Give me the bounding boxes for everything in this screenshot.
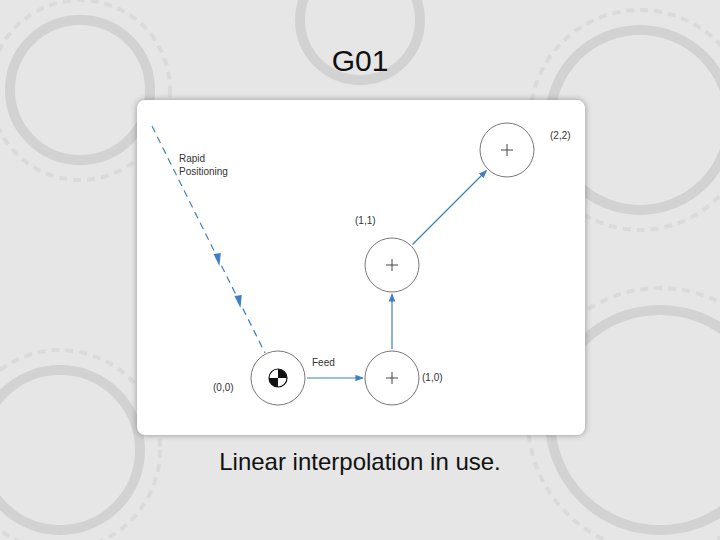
coordinate-label: (2,2) [550, 130, 571, 141]
circle-outline [250, 350, 306, 406]
circle-outline [364, 237, 420, 293]
note-label: Rapid Positioning [179, 152, 241, 178]
position-circle: (1,1) [364, 237, 420, 293]
feed-arrow [307, 377, 363, 378]
rapid-arrowhead [235, 295, 242, 308]
feed-arrow [413, 171, 487, 245]
edge-label: Feed [311, 357, 336, 368]
coordinate-label: (1,0) [422, 372, 443, 383]
slide-caption: Linear interpolation in use. [0, 448, 720, 476]
coordinate-label: (1,1) [355, 215, 376, 226]
rapid-path [152, 126, 265, 353]
position-circle: (1,0) [364, 350, 420, 406]
position-circle: (2,2) [479, 122, 535, 178]
slide-title: G01 [0, 44, 720, 78]
rapid-arrowhead [214, 253, 221, 266]
circle-outline [479, 122, 535, 178]
circle-outline [364, 350, 420, 406]
feed-arrow [391, 294, 392, 349]
position-circle: (0,0) [250, 350, 306, 406]
coordinate-label: (0,0) [213, 382, 234, 393]
